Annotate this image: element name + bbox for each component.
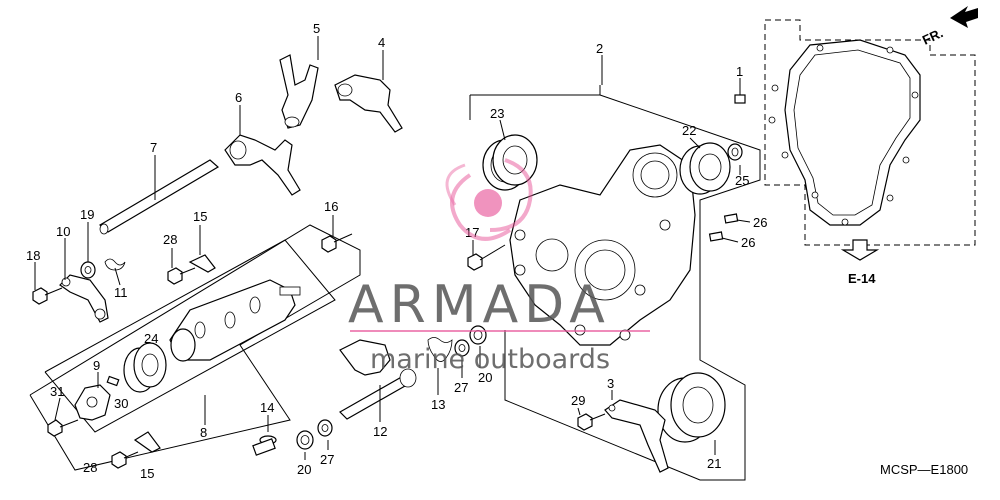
bolt-28-upper bbox=[167, 267, 196, 285]
bolt-31 bbox=[47, 419, 79, 437]
callout-15-upper: 15 bbox=[193, 209, 207, 224]
callout-labels: 5 4 6 7 10 19 18 11 28 15 16 17 24 9 31 … bbox=[26, 21, 767, 481]
diagram-code: MCSP—E1800 bbox=[880, 462, 968, 477]
bolt-29 bbox=[577, 413, 606, 431]
seal-25 bbox=[727, 143, 743, 161]
washer-27-upper bbox=[454, 339, 470, 357]
callout-1: 1 bbox=[736, 64, 743, 79]
bolt-17 bbox=[467, 244, 506, 271]
callout-31: 31 bbox=[50, 384, 64, 399]
callout-20-lower: 20 bbox=[297, 462, 311, 477]
callout-10: 10 bbox=[56, 224, 70, 239]
callout-6: 6 bbox=[235, 90, 242, 105]
callout-28-lower: 28 bbox=[83, 460, 97, 475]
callout-5: 5 bbox=[313, 21, 320, 36]
callout-11: 11 bbox=[114, 285, 128, 300]
gearcase-body bbox=[509, 144, 696, 346]
callout-22: 22 bbox=[682, 123, 696, 138]
callout-26-upper: 26 bbox=[753, 215, 767, 230]
callout-19: 19 bbox=[80, 207, 94, 222]
callout-21: 21 bbox=[707, 456, 721, 471]
bearing-24 bbox=[123, 342, 167, 393]
callout-12: 12 bbox=[373, 424, 387, 439]
shift-drum-8 bbox=[169, 279, 301, 362]
bearing-23 bbox=[482, 134, 538, 191]
callout-18: 18 bbox=[26, 248, 40, 263]
clip-15-upper bbox=[188, 254, 216, 273]
pin-30 bbox=[106, 375, 120, 387]
callout-26-lower: 26 bbox=[741, 235, 755, 250]
reference-label: E-14 bbox=[848, 271, 876, 286]
bearing-21 bbox=[657, 372, 726, 443]
watermark-title: ARMADA bbox=[348, 275, 611, 335]
callout-24: 24 bbox=[144, 331, 158, 346]
watermark: ARMADA marine outboards bbox=[348, 158, 650, 375]
callout-20-upper: 20 bbox=[478, 370, 492, 385]
shift-fork-4 bbox=[334, 74, 403, 133]
stopper-plate-3 bbox=[604, 399, 669, 473]
callout-3: 3 bbox=[607, 376, 614, 391]
shift-spindle-12 bbox=[339, 339, 417, 420]
callout-25: 25 bbox=[735, 173, 749, 188]
case-assembly-frame bbox=[469, 85, 761, 481]
washer-27-lower bbox=[317, 419, 333, 437]
callout-30: 30 bbox=[114, 396, 128, 411]
callout-29: 29 bbox=[571, 393, 585, 408]
bolt-14 bbox=[252, 435, 277, 456]
spring-11 bbox=[104, 258, 126, 271]
bolt-16 bbox=[321, 233, 353, 253]
reference-arrow-icon bbox=[840, 239, 880, 261]
callout-15-lower: 15 bbox=[140, 466, 154, 481]
stopper-arm-10 bbox=[59, 274, 109, 323]
bearing-22 bbox=[679, 142, 731, 195]
callout-27-lower: 27 bbox=[320, 452, 334, 467]
watermark-subtitle: marine outboards bbox=[370, 344, 610, 375]
bolt-28-lower bbox=[111, 451, 139, 469]
callout-16: 16 bbox=[324, 199, 338, 214]
callout-7: 7 bbox=[150, 140, 157, 155]
clip-15-lower bbox=[133, 431, 161, 453]
washer-19 bbox=[80, 261, 96, 279]
washer-20-lower bbox=[296, 430, 314, 450]
watermark-logo-icon bbox=[445, 158, 533, 241]
callout-14: 14 bbox=[260, 400, 274, 415]
bolt-1 bbox=[734, 94, 746, 104]
callout-8: 8 bbox=[200, 425, 207, 440]
bolt-18 bbox=[32, 287, 63, 305]
drum-center-9 bbox=[74, 384, 111, 421]
callout-23: 23 bbox=[490, 106, 504, 121]
callout-13: 13 bbox=[431, 397, 445, 412]
callout-4: 4 bbox=[378, 35, 385, 50]
front-indicator-label: FR. bbox=[920, 25, 945, 47]
callout-9: 9 bbox=[93, 358, 100, 373]
spring-13 bbox=[427, 337, 453, 362]
shift-fork-5 bbox=[279, 54, 319, 129]
shift-fork-6 bbox=[224, 134, 301, 196]
callout-27-upper: 27 bbox=[454, 380, 468, 395]
callout-28-upper: 28 bbox=[163, 232, 177, 247]
front-arrow-icon bbox=[950, 6, 978, 28]
cover-gasket bbox=[764, 19, 976, 246]
fork-shaft-7 bbox=[98, 159, 220, 235]
dowel-pins-26 bbox=[708, 213, 739, 242]
leader-lines bbox=[34, 36, 751, 460]
callout-2: 2 bbox=[596, 41, 603, 56]
